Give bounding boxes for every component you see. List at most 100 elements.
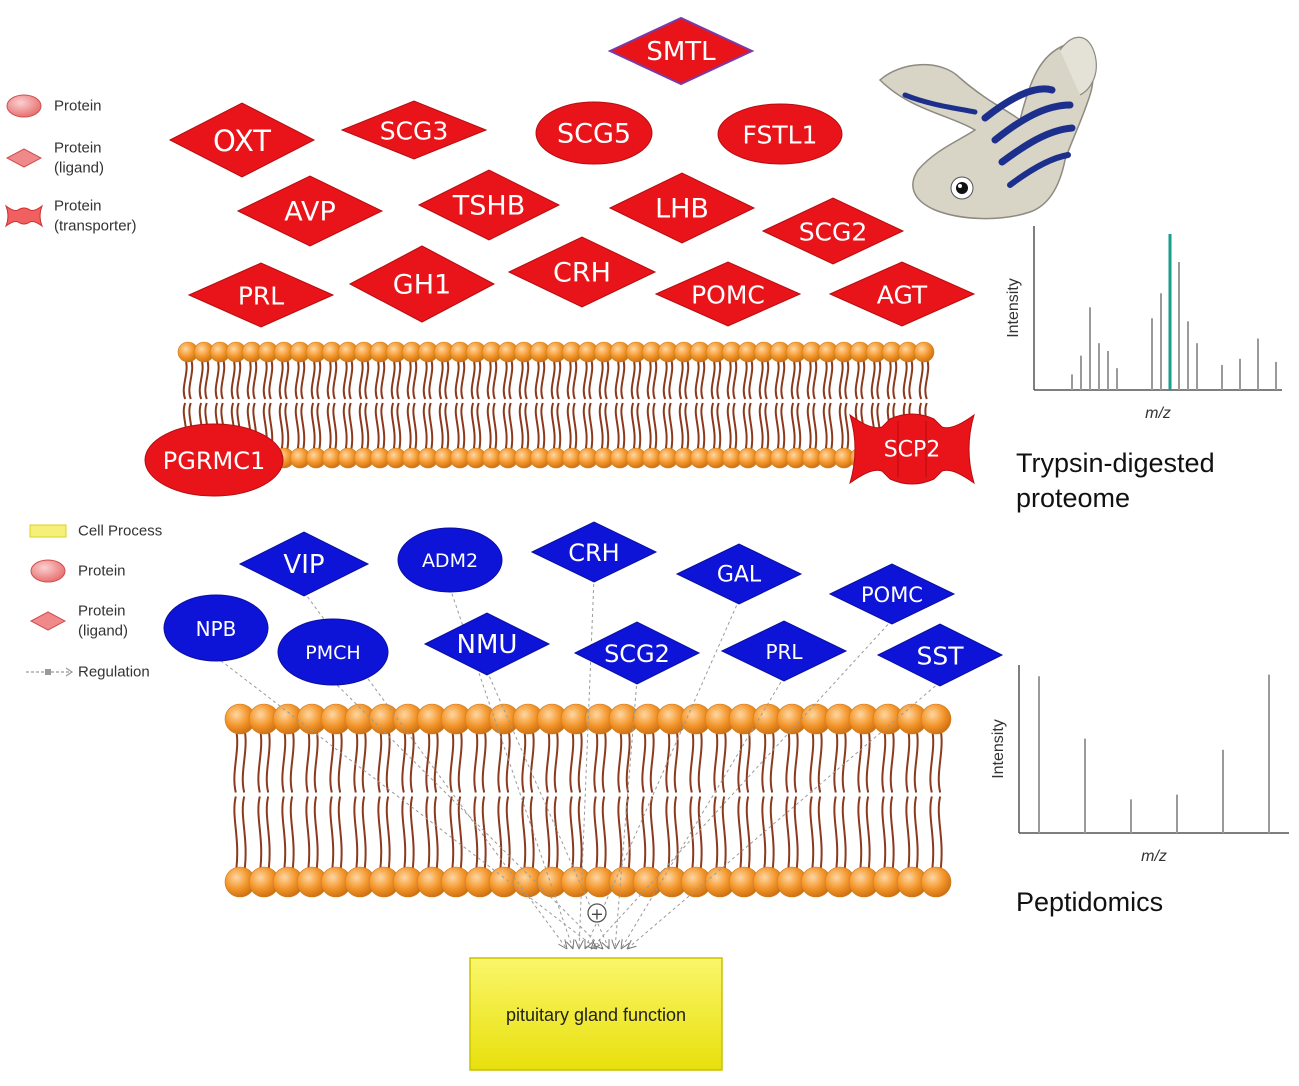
protein-ellipse-shape <box>717 103 843 165</box>
proteome-pomc-node[interactable]: POMC <box>654 261 802 327</box>
ligand-diamond-shape <box>828 563 956 625</box>
peptidome-adm2-label: ADM2 <box>422 550 478 572</box>
regulation-edge <box>578 577 595 950</box>
peptidome-adm2-node[interactable]: ADM2 <box>397 527 503 593</box>
peptidome-crh-node[interactable]: CRH <box>530 521 658 583</box>
proteome-tshb-node[interactable]: TSHB <box>417 169 561 241</box>
regulation-arrowhead <box>565 939 575 950</box>
proteome-pgrmc1-label: PGRMC1 <box>163 447 265 475</box>
proteome-scg5-node[interactable]: SCG5 <box>535 101 653 165</box>
regulation-edge <box>614 679 638 950</box>
regulation-arrowhead <box>587 940 598 950</box>
legend-item-cell-process: Cell Process <box>29 523 162 540</box>
ligand-diamond-shape <box>187 262 335 328</box>
protein-ellipse-shape <box>163 594 269 662</box>
regulation-arrowhead <box>620 939 630 950</box>
legend-label: Protein <box>54 140 102 157</box>
proteome-avp-label: AVP <box>284 197 336 228</box>
proteome-scp2-label: SCP2 <box>884 438 941 463</box>
legend-ellipse-icon <box>6 94 42 118</box>
proteome-fstl1-label: FSTL1 <box>743 121 818 150</box>
ligand-diamond-shape <box>607 16 755 86</box>
regulation-arrowhead <box>593 939 604 950</box>
proteome-smtl-label: SMTL <box>646 37 716 67</box>
peptidome-scg2-node[interactable]: SCG2 <box>573 621 701 685</box>
proteome-prl-node[interactable]: PRL <box>187 262 335 328</box>
lipid-head <box>920 703 952 735</box>
ligand-diamond-shape <box>720 620 848 682</box>
proteome-smtl-node[interactable]: SMTL <box>607 16 755 86</box>
proteome-scg3-node[interactable]: SCG3 <box>340 100 488 160</box>
spectrum-xlabel: m/z <box>1145 405 1171 422</box>
legend-item-protein-ligand-: Protein(ligand) <box>5 140 104 177</box>
peptidome-nodes: VIP ADM2 CRH GAL POMC NPB PMCH NMU SCG2 PRL SST <box>163 521 1004 687</box>
proteome-gh1-node[interactable]: GH1 <box>348 245 496 323</box>
legend-ellipse-icon <box>30 559 66 583</box>
regulation-edge <box>590 619 893 950</box>
proteome-agt-node[interactable]: AGT <box>828 261 976 327</box>
peptidome-prl-node[interactable]: PRL <box>720 620 848 682</box>
ligand-diamond-shape <box>423 612 551 676</box>
proteome-crh-node[interactable]: CRH <box>507 236 657 308</box>
legend-transporter-icon <box>4 204 44 228</box>
legend-label: (ligand) <box>78 623 128 640</box>
proteome-prl-label: PRL <box>238 282 284 311</box>
peptidome-sst-node[interactable]: SST <box>876 623 1004 687</box>
spectrum-ylabel: Intensity <box>1005 278 1022 338</box>
proteome-oxt-node[interactable]: OXT <box>168 102 316 178</box>
proteome-gh1-label: GH1 <box>393 270 451 301</box>
ligand-diamond-shape <box>828 261 976 327</box>
peptidome-nmu-node[interactable]: NMU <box>423 612 551 676</box>
legend-item-protein-ligand-: Protein(ligand) <box>29 603 128 640</box>
peptidome-pmch-label: PMCH <box>305 642 360 664</box>
proteome-lhb-label: LHB <box>655 194 709 225</box>
zebrafish-icon <box>878 36 1097 220</box>
legend-regulation-marker <box>45 669 51 675</box>
regulation-arrowhead <box>574 939 584 950</box>
ligand-diamond-shape <box>573 621 701 685</box>
membrane-bottom <box>224 703 952 898</box>
proteome-crh-label: CRH <box>553 258 611 289</box>
proteome-scp2-node[interactable]: SCP2 <box>849 413 975 485</box>
proteome-lhb-node[interactable]: LHB <box>608 172 756 244</box>
peptidome-npb-node[interactable]: NPB <box>163 594 269 662</box>
regulation-arrowhead <box>584 939 593 950</box>
regulation-plus-sign: + <box>587 903 607 924</box>
ligand-diamond-shape <box>168 102 316 178</box>
membrane-bottom-heads <box>224 703 952 898</box>
ligand-diamond-shape <box>348 245 496 323</box>
legend-label: Protein <box>78 563 126 580</box>
lipid-head <box>913 341 935 363</box>
legend-diamond-icon <box>5 148 43 168</box>
lipid-head <box>920 866 952 898</box>
legend-item-regulation: Regulation <box>26 664 150 681</box>
ligand-diamond-shape <box>530 521 658 583</box>
regulation-arrowhead <box>601 939 610 950</box>
proteome-agt-label: AGT <box>877 281 928 310</box>
proteome-pgrmc1-node[interactable]: PGRMC1 <box>144 423 284 497</box>
ligand-diamond-shape <box>608 172 756 244</box>
ligand-diamond-shape <box>417 169 561 241</box>
regulation-edge <box>215 656 598 950</box>
peptidome-gal-node[interactable]: GAL <box>675 543 803 605</box>
peptidome-gal-label: GAL <box>717 563 762 588</box>
protein-ellipse-shape <box>277 618 389 686</box>
peptidome-pmch-node[interactable]: PMCH <box>277 618 389 686</box>
proteome-scg2-node[interactable]: SCG2 <box>761 197 905 265</box>
proteome-scg2-label: SCG2 <box>799 218 868 247</box>
regulation-arrowhead <box>611 939 621 950</box>
legend-top: ProteinProtein(ligand)Protein(transporte… <box>4 94 137 235</box>
membrane-top-tails <box>182 357 930 453</box>
legend-regulation-arrow <box>65 667 74 677</box>
proteome-avp-node[interactable]: AVP <box>236 175 384 247</box>
peptidomics-title: Peptidomics <box>1016 887 1163 917</box>
peptidome-pomc-node[interactable]: POMC <box>828 563 956 625</box>
proteome-fstl1-node[interactable]: FSTL1 <box>717 103 843 165</box>
peptidome-vip-node[interactable]: VIP <box>238 531 370 597</box>
ligand-diamond-shape <box>675 543 803 605</box>
ligand-diamond-shape <box>238 531 370 597</box>
regulation-edge <box>620 676 785 950</box>
legend-item-protein: Protein <box>6 94 102 118</box>
ligand-diamond-shape <box>761 197 905 265</box>
